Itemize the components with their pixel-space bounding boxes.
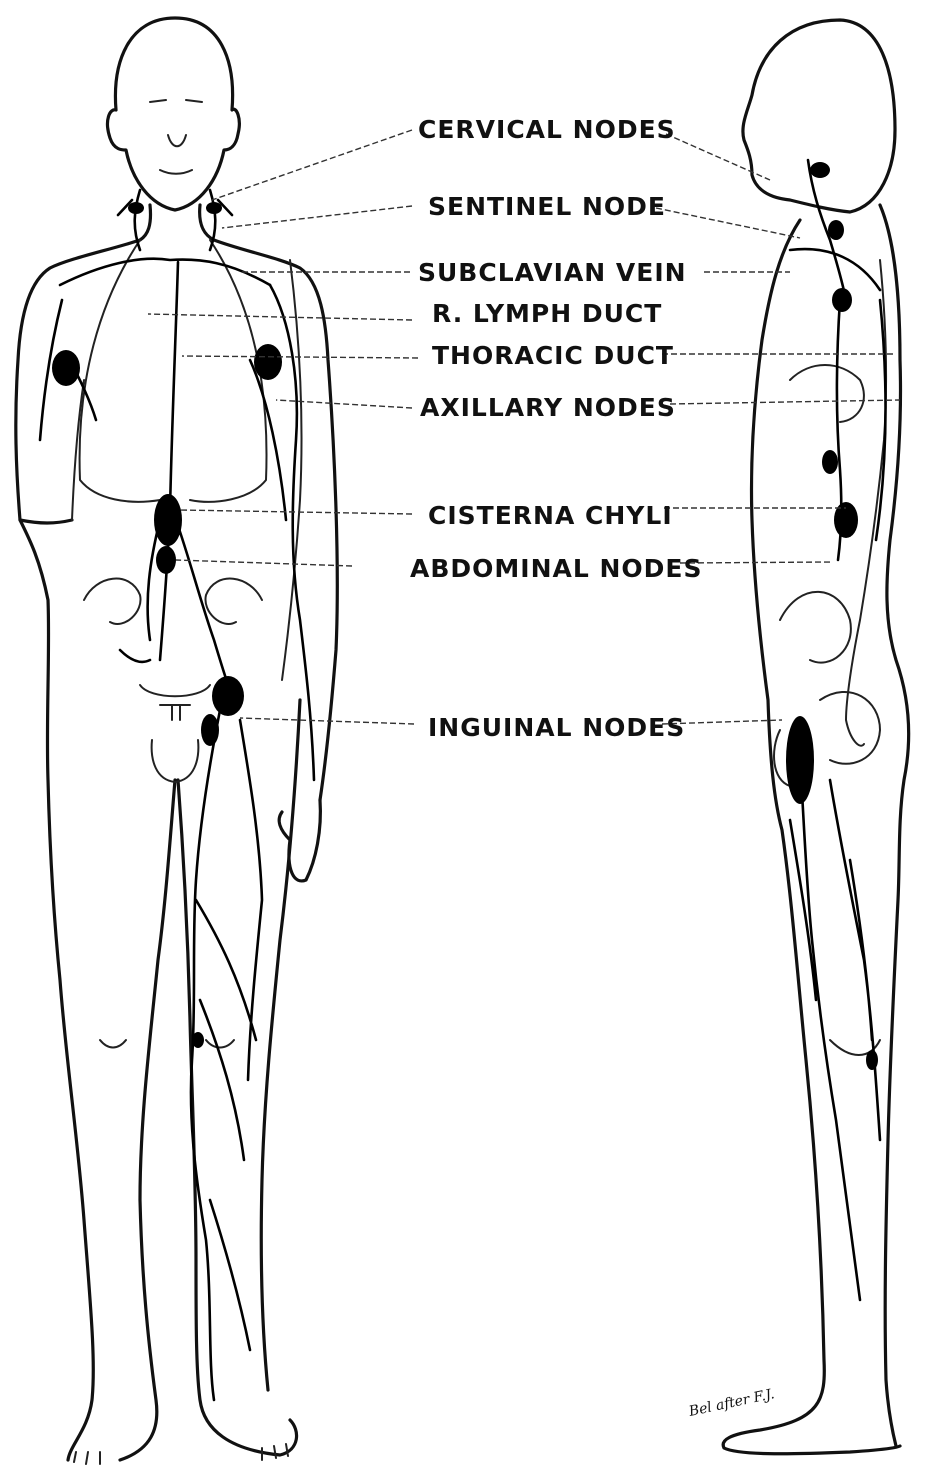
label-cisterna-chyli: CISTERNA CHYLI (428, 501, 673, 530)
leader-thoracic-left (182, 356, 418, 358)
front-head (108, 18, 240, 210)
leader-cervical-right (666, 134, 770, 180)
front-toes (74, 1444, 288, 1464)
leader-r-lymph-duct (148, 314, 412, 320)
front-genitals (152, 740, 199, 782)
front-inguinal-node (212, 676, 244, 716)
front-inguinal-node-lower (201, 714, 219, 746)
front-bladder (140, 685, 210, 720)
front-cisterna-chyli (154, 494, 182, 546)
label-axillary-nodes: AXILLARY NODES (420, 393, 676, 422)
front-face (150, 100, 202, 174)
side-body-front (723, 220, 900, 1454)
front-subclavian-vessels (60, 259, 270, 285)
front-left-side (20, 520, 93, 1460)
leader-abdominal-left (176, 560, 352, 566)
side-figure (723, 20, 909, 1454)
front-axillary-node-right (254, 344, 282, 380)
side-axillary-node (832, 288, 852, 312)
front-cervical-node-left (128, 202, 144, 214)
front-knee-node (192, 1032, 204, 1048)
label-sentinel-node: SENTINEL NODE (428, 192, 666, 221)
side-organs (780, 365, 880, 764)
leader-abdominal-right (680, 562, 832, 563)
front-knees (100, 1040, 234, 1048)
leader-cisterna-left (180, 510, 412, 514)
front-cervical-node-right (206, 202, 222, 214)
front-thoracic-duct-line (160, 262, 178, 660)
side-abdominal-node (822, 450, 838, 474)
side-head (743, 20, 895, 212)
side-lymphatics (786, 160, 886, 1300)
front-leg-vessels (191, 700, 262, 1400)
front-kidneys (84, 579, 262, 624)
side-knee-node (866, 1050, 878, 1070)
label-cervical-nodes: CERVICAL NODES (418, 115, 676, 144)
front-abdominal-nodes (156, 546, 176, 574)
label-abdominal-nodes: ABDOMINAL NODES (410, 554, 703, 583)
side-inguinal-nodes (786, 716, 814, 804)
labels: CERVICAL NODES SENTINEL NODE SUBCLAVIAN … (410, 115, 703, 742)
front-left-leg-inner (120, 780, 175, 1460)
label-thoracic-duct: THORACIC DUCT (432, 341, 674, 370)
side-sentinel-node (828, 220, 844, 240)
label-r-lymph-duct: R. LYMPH DUCT (432, 299, 662, 328)
front-axillary-node-left (52, 350, 80, 386)
front-right-hand (279, 800, 320, 881)
front-figure (16, 18, 337, 1464)
leader-axillary-right (670, 400, 900, 404)
leader-sentinel-right (656, 208, 800, 238)
front-abdominal-vessels (120, 520, 230, 690)
label-inguinal-nodes: INGUINAL NODES (428, 713, 685, 742)
leader-inguinal-left (240, 718, 414, 724)
side-cervical-node (810, 162, 830, 178)
artist-signature: Bel after F.J. (687, 1386, 776, 1420)
leader-cervical-left (212, 130, 412, 200)
front-lymphatics (40, 190, 314, 1400)
leader-sentinel-left (222, 206, 412, 228)
label-subclavian-vein: SUBCLAVIAN VEIN (418, 258, 687, 287)
